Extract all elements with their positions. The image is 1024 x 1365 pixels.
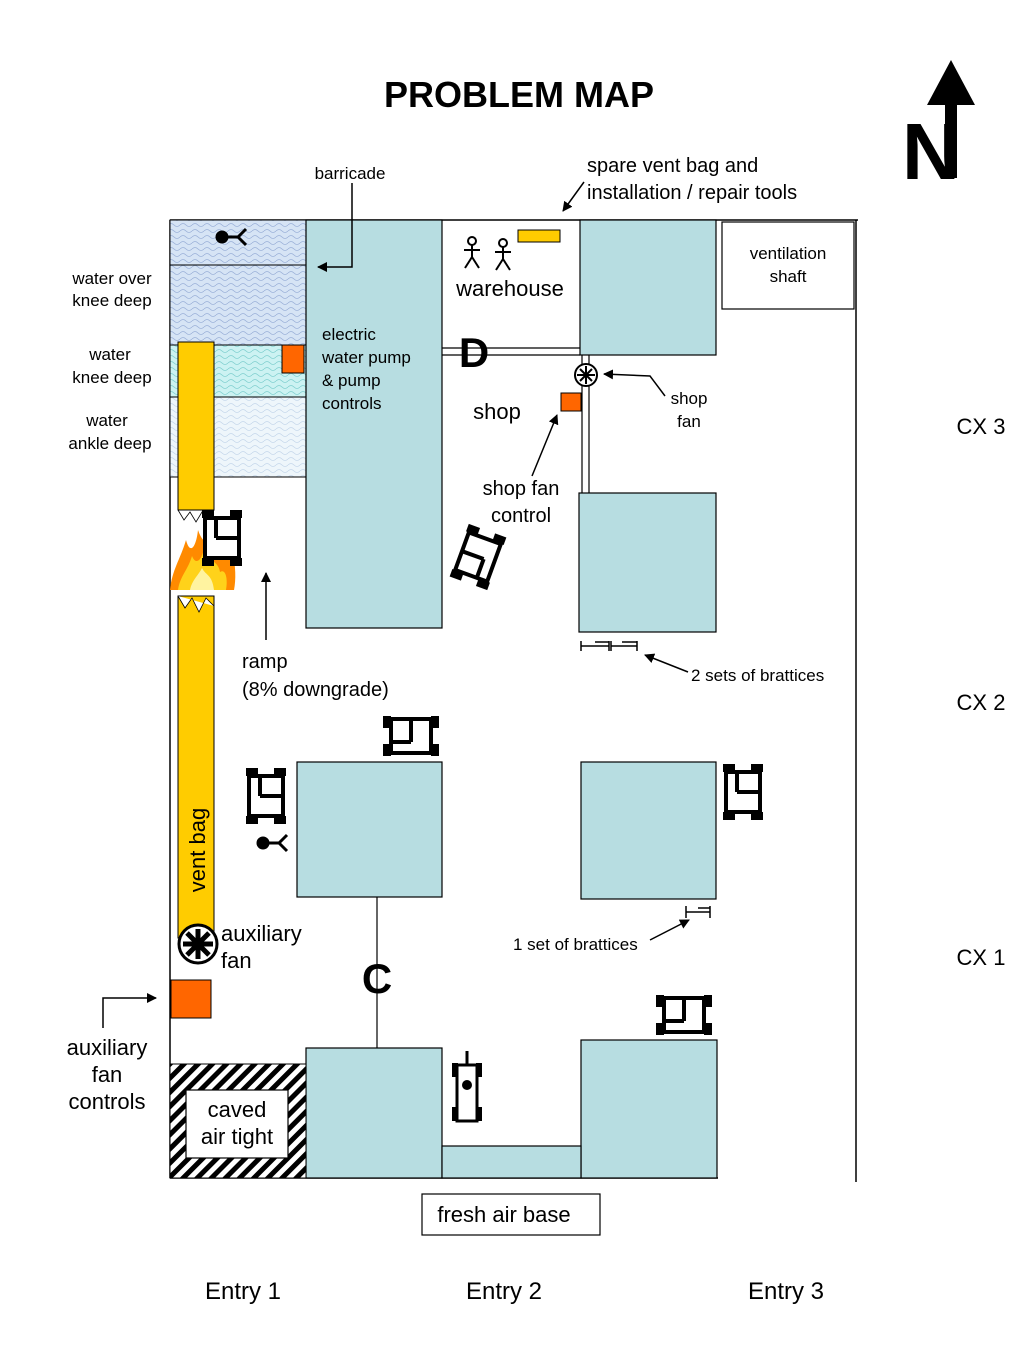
aux-controls-label-2: fan (92, 1062, 123, 1087)
water-over-knee-label-2: knee deep (72, 291, 151, 310)
spare-vent-bag-label-1: spare vent bag and (587, 155, 758, 177)
water-over-knee-label-1: water over (71, 269, 152, 288)
pillar-entry2-bottom (441, 1145, 582, 1179)
water-ankle-label-2: ankle deep (68, 434, 151, 453)
crosscut-label-cx3: CX 3 (957, 414, 1006, 439)
pillar-entry1-bottom (305, 1047, 443, 1179)
mine-vehicle-icon (452, 1051, 482, 1123)
callout-arrows (102, 181, 690, 1028)
brattice-icon (685, 906, 711, 918)
fresh-air-base-label: fresh air base (437, 1202, 570, 1227)
water-knee-label-2: knee deep (72, 368, 151, 387)
crosscut-label-cx1: CX 1 (957, 945, 1006, 970)
spare-vent-bag-icon (517, 229, 561, 243)
shop-fan-control-label-2: control (491, 505, 551, 527)
water-pump-controls-box (281, 344, 305, 374)
auxiliary-fan-label-2: fan (221, 948, 252, 973)
caved-label-1: caved (208, 1097, 267, 1122)
caved-label-2: air tight (201, 1124, 273, 1149)
shop-fan-control-label-1: shop fan (483, 478, 560, 500)
mine-vehicle-icon (721, 762, 765, 822)
water-zones (169, 219, 307, 478)
vent-bag (177, 341, 215, 939)
mine-vehicle-icon (381, 714, 441, 758)
ventilation-shaft (721, 221, 855, 310)
mine-vehicle-icon (654, 993, 714, 1037)
pump-label-3: & pump (322, 371, 381, 390)
mine-vehicle-icon (447, 521, 509, 593)
entry-label-3: Entry 3 (748, 1278, 824, 1305)
pillar-shop (578, 492, 717, 633)
pump-label-2: water pump (321, 348, 411, 367)
pillars (296, 219, 718, 1179)
pillar-cx2-left (296, 761, 443, 898)
crosscut-d-label: D (459, 329, 489, 376)
shop-fan-control-box (560, 392, 582, 412)
ramp-label-1: ramp (242, 651, 288, 673)
pillar-warehouse (579, 219, 717, 356)
pump-label-4: controls (322, 394, 382, 413)
vent-bag-label: vent bag (185, 808, 210, 892)
caved-area-box (185, 1089, 289, 1159)
page-title: PROBLEM MAP (384, 74, 654, 115)
water-knee-label-1: water (88, 345, 131, 364)
fresh-air-base-box (421, 1193, 601, 1236)
pillar-entry3-bottom (580, 1039, 718, 1179)
mine-vehicle-icon (200, 508, 244, 568)
person-down-icon (256, 833, 289, 853)
brattices-2-label: 2 sets of brattices (691, 666, 824, 685)
north-arrow-icon: N (902, 60, 975, 196)
brattice-icon (580, 641, 638, 651)
north-label: N (902, 107, 960, 196)
shop-fan-label-1: shop (671, 389, 708, 408)
person-down-icon (215, 227, 248, 247)
ventilation-shaft-label-2: shaft (770, 267, 807, 286)
aux-controls-label-1: auxiliary (67, 1035, 148, 1060)
barricade-label: barricade (315, 164, 386, 183)
shop-fan-icon (574, 363, 598, 387)
spare-vent-bag-label-2: installation / repair tools (587, 182, 797, 204)
shop-fan-label-2: fan (677, 412, 701, 431)
entry-label-2: Entry 2 (466, 1278, 542, 1305)
crosscut-c-label: C (362, 955, 392, 1002)
water-ankle-label-1: water (85, 411, 128, 430)
shop-label: shop (473, 399, 521, 424)
aux-controls-label-3: controls (68, 1089, 145, 1114)
auxiliary-fan-label-1: auxiliary (221, 921, 302, 946)
person-standing-icon (495, 238, 511, 271)
brattices-1-label: 1 set of brattices (513, 935, 638, 954)
pillar-cx2-right (580, 761, 717, 900)
ramp-label-2: (8% downgrade) (242, 679, 389, 701)
mine-vehicle-icon (244, 766, 288, 826)
auxiliary-fan-controls-box (170, 979, 212, 1019)
pump-label-1: electric (322, 325, 376, 344)
entry-label-1: Entry 1 (205, 1278, 281, 1305)
pillar-pump (305, 219, 443, 629)
ventilation-shaft-label-1: ventilation (750, 244, 827, 263)
auxiliary-fan-icon (177, 923, 219, 965)
person-standing-icon (464, 236, 480, 269)
crosscut-label-cx2: CX 2 (957, 690, 1006, 715)
warehouse-label: warehouse (455, 276, 564, 301)
